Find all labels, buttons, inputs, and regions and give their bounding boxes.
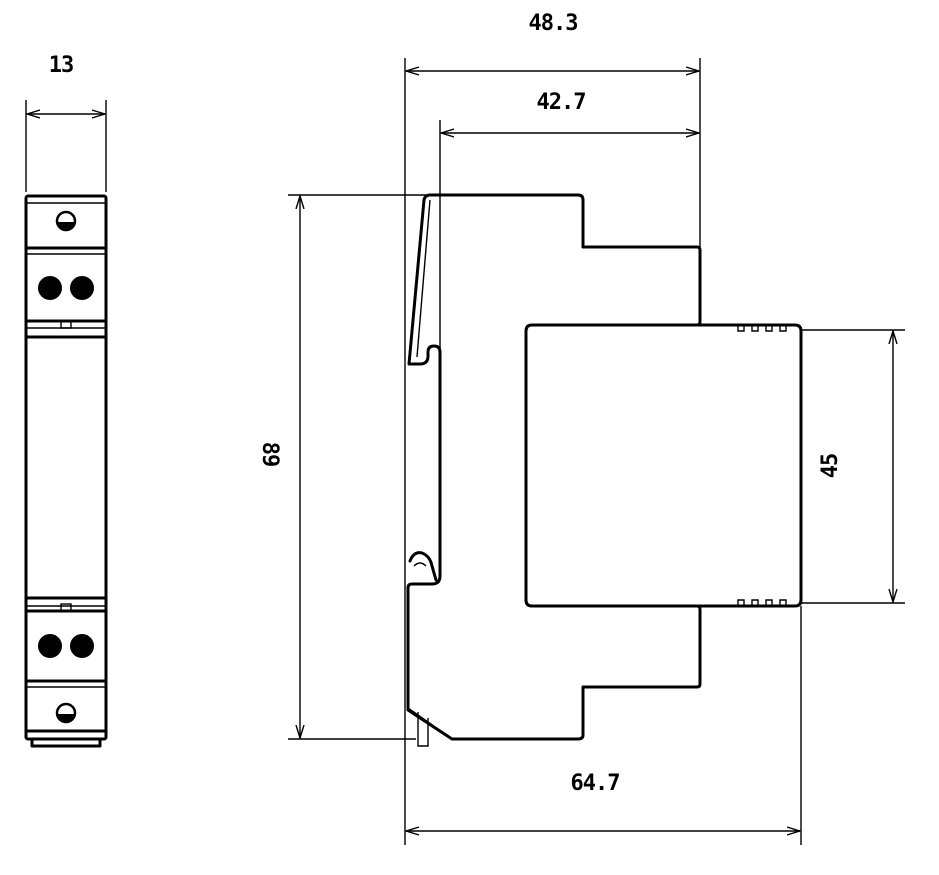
release-latch	[417, 712, 429, 747]
screw-icon	[55, 210, 77, 232]
rail-hook	[408, 551, 438, 582]
terminal-hole-icon	[38, 276, 62, 300]
release-latch-edge	[407, 707, 453, 740]
dim-label-height: 89	[257, 442, 282, 467]
front-view	[24, 194, 108, 748]
dim-label-total-width: 64.7	[571, 771, 620, 796]
rail-clip-spring	[416, 199, 431, 358]
side-body-outline	[406, 193, 702, 741]
front-latch	[60, 320, 72, 329]
dim-front-height: 45	[801, 329, 905, 604]
dim-total-depth: 48.3	[406, 11, 699, 71]
front-latch	[60, 603, 72, 612]
front-body-outline	[24, 194, 108, 741]
dim-label-total-depth: 48.3	[529, 11, 578, 36]
terminal-hole-icon	[38, 634, 62, 658]
side-view	[406, 193, 803, 747]
terminal-hole-icon	[70, 276, 94, 300]
front-foot	[30, 737, 102, 748]
terminal-hole-icon	[70, 634, 94, 658]
dim-label-front-height: 45	[818, 454, 843, 479]
rail-hook-inner	[413, 562, 427, 567]
dim-label-rail-depth: 42.7	[537, 90, 586, 115]
dim-label-front-width: 13	[49, 53, 74, 78]
side-front-module	[530, 323, 803, 608]
dim-rail-depth: 42.7	[441, 90, 699, 133]
dim-total-width: 64.7	[406, 771, 800, 831]
dim-front-width: 13	[25, 53, 107, 192]
screw-icon	[55, 702, 77, 724]
vent-slots	[737, 325, 787, 606]
dim-height: 89	[257, 194, 426, 740]
